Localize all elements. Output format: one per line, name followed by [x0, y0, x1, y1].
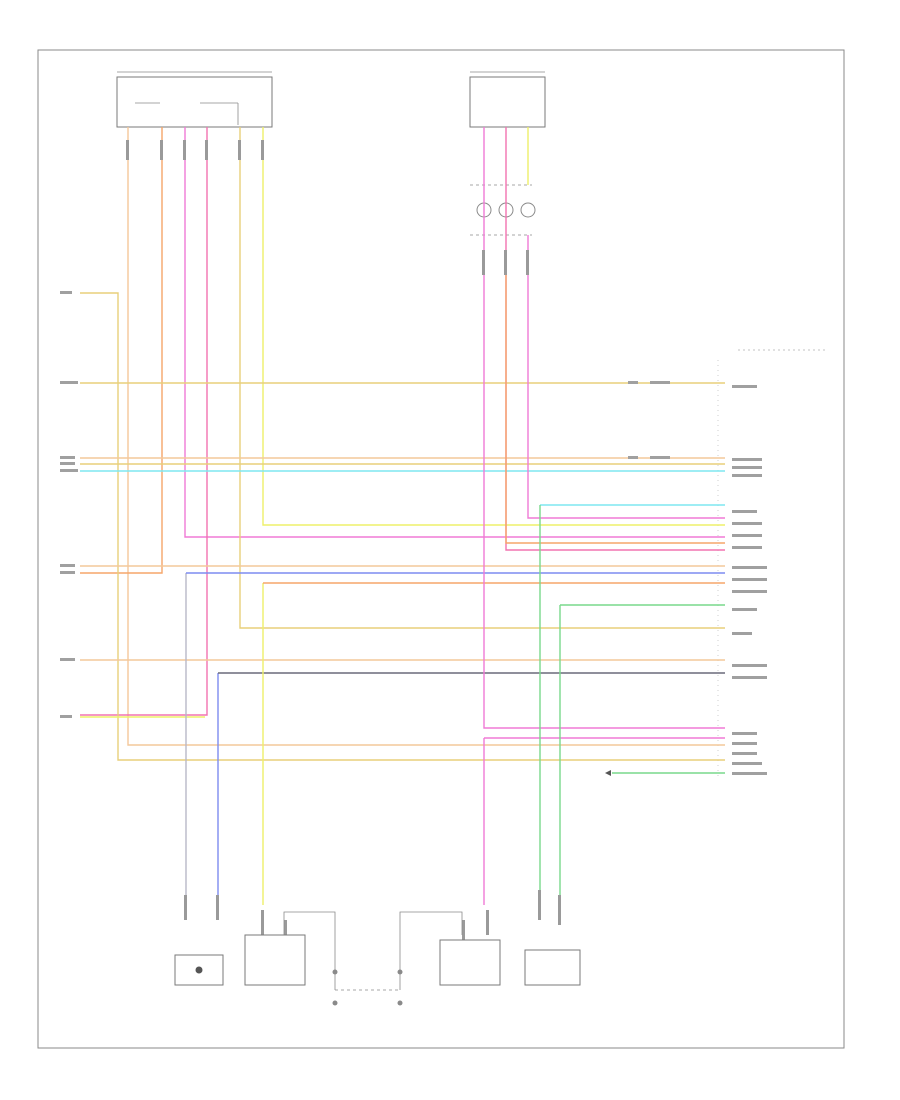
wire-orange-3: [505, 260, 725, 544]
bottom-component-1: [174, 954, 224, 986]
wire-tan-yellow-1: [239, 127, 725, 629]
bottom-component-3: [283, 911, 400, 1006]
wire-yellow-1: [262, 127, 725, 526]
diagram-frame: [37, 49, 845, 1049]
wire-pink-1: [184, 127, 725, 538]
wire-tan-1: [127, 127, 725, 746]
top-center-connector: [469, 71, 546, 128]
wire-orange-1: [80, 127, 163, 574]
wire-pink-2: [483, 127, 725, 729]
splice-block: [470, 184, 536, 236]
right-module-pins: [717, 349, 826, 780]
wire-magenta-1: [80, 127, 208, 716]
bottom-component-2: [244, 934, 306, 986]
bottom-component-4: [397, 911, 501, 1006]
bottom-component-5: [524, 949, 581, 986]
wire-tan-yellow-2: [80, 292, 725, 761]
wire-magenta-2: [505, 127, 725, 551]
top-left-connector: [116, 71, 273, 128]
arrow-icon: [605, 770, 611, 776]
wire-pink-3: [527, 235, 725, 519]
right-pin-labels: [60, 291, 767, 775]
wire-label-marks: [126, 140, 561, 945]
